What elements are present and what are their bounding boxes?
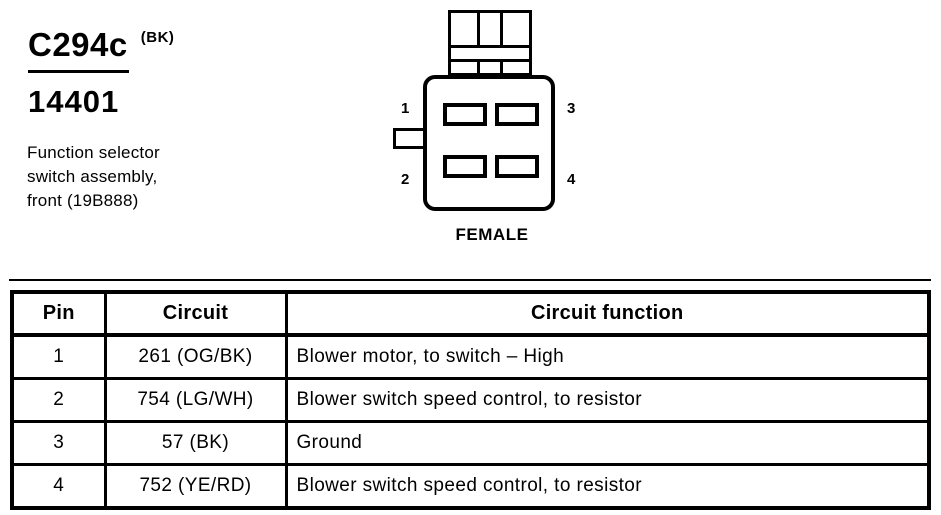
lock-tab-segment [503, 62, 529, 73]
cell-circuit-function: Ground [284, 420, 931, 466]
column-header-circuit: Circuit [103, 290, 288, 337]
cell-pin: 1 [10, 333, 107, 380]
gender-label: FEMALE [455, 225, 529, 244]
cell-circuit: 754 (LG/WH) [103, 377, 288, 423]
table-row: 4 752 (YE/RD) Blower switch speed contro… [10, 463, 931, 510]
lock-tab-segment [480, 62, 503, 73]
pin-cavity-1 [443, 103, 487, 126]
connector-lock-tab-base [448, 62, 532, 76]
pin-label-3: 3 [567, 100, 576, 117]
lock-tab-segment [503, 13, 529, 45]
cell-circuit-function: Blower switch speed control, to resistor [284, 377, 931, 423]
lock-tab-segment [451, 13, 480, 45]
cell-circuit-function: Blower motor, to switch – High [284, 333, 931, 380]
description-line-2: switch assembly, [27, 167, 158, 186]
pin-label-1: 1 [401, 100, 410, 117]
table-top-rule [9, 279, 931, 281]
connector-color-code: (BK) [140, 29, 175, 46]
connector-header: C294c (BK) [28, 26, 174, 64]
description-line-3: front (19B888) [27, 191, 139, 210]
cell-pin: 2 [10, 377, 107, 423]
part-number: 14401 [28, 84, 120, 119]
table-row: 3 57 (BK) Ground [10, 420, 931, 466]
connector-body [423, 75, 555, 211]
table-row: 2 754 (LG/WH) Blower switch speed contro… [10, 377, 931, 423]
table-header-row: Pin Circuit Circuit function [10, 290, 931, 337]
cell-circuit: 57 (BK) [103, 420, 288, 466]
description-line-1: Function selector [27, 143, 160, 162]
connector-id-underline [28, 70, 129, 73]
pin-cavity-4 [495, 155, 539, 178]
connector-diagram: 1 2 3 4 FEMALE [390, 8, 605, 253]
connector-description: Function selector switch assembly, front… [27, 141, 160, 213]
pin-cavity-3 [495, 103, 539, 126]
cell-circuit: 752 (YE/RD) [103, 463, 288, 510]
connector-id: C294c [28, 26, 128, 63]
pinout-table: Pin Circuit Circuit function 1 261 (OG/B… [10, 290, 931, 510]
cell-pin: 4 [10, 463, 107, 510]
cell-circuit-function: Blower switch speed control, to resistor [284, 463, 931, 510]
lock-tab-segment [451, 62, 480, 73]
pin-label-4: 4 [567, 171, 576, 188]
column-header-pin: Pin [10, 290, 107, 337]
lock-tab-segment [480, 13, 503, 45]
column-header-circuit-function: Circuit function [284, 290, 931, 337]
connector-lock-tab-band [448, 48, 532, 62]
cell-circuit: 261 (OG/BK) [103, 333, 288, 380]
pin-cavity-2 [443, 155, 487, 178]
table-row: 1 261 (OG/BK) Blower motor, to switch – … [10, 333, 931, 380]
connector-lock-tab-top [448, 10, 532, 48]
cell-pin: 3 [10, 420, 107, 466]
pin-label-2: 2 [401, 171, 410, 188]
